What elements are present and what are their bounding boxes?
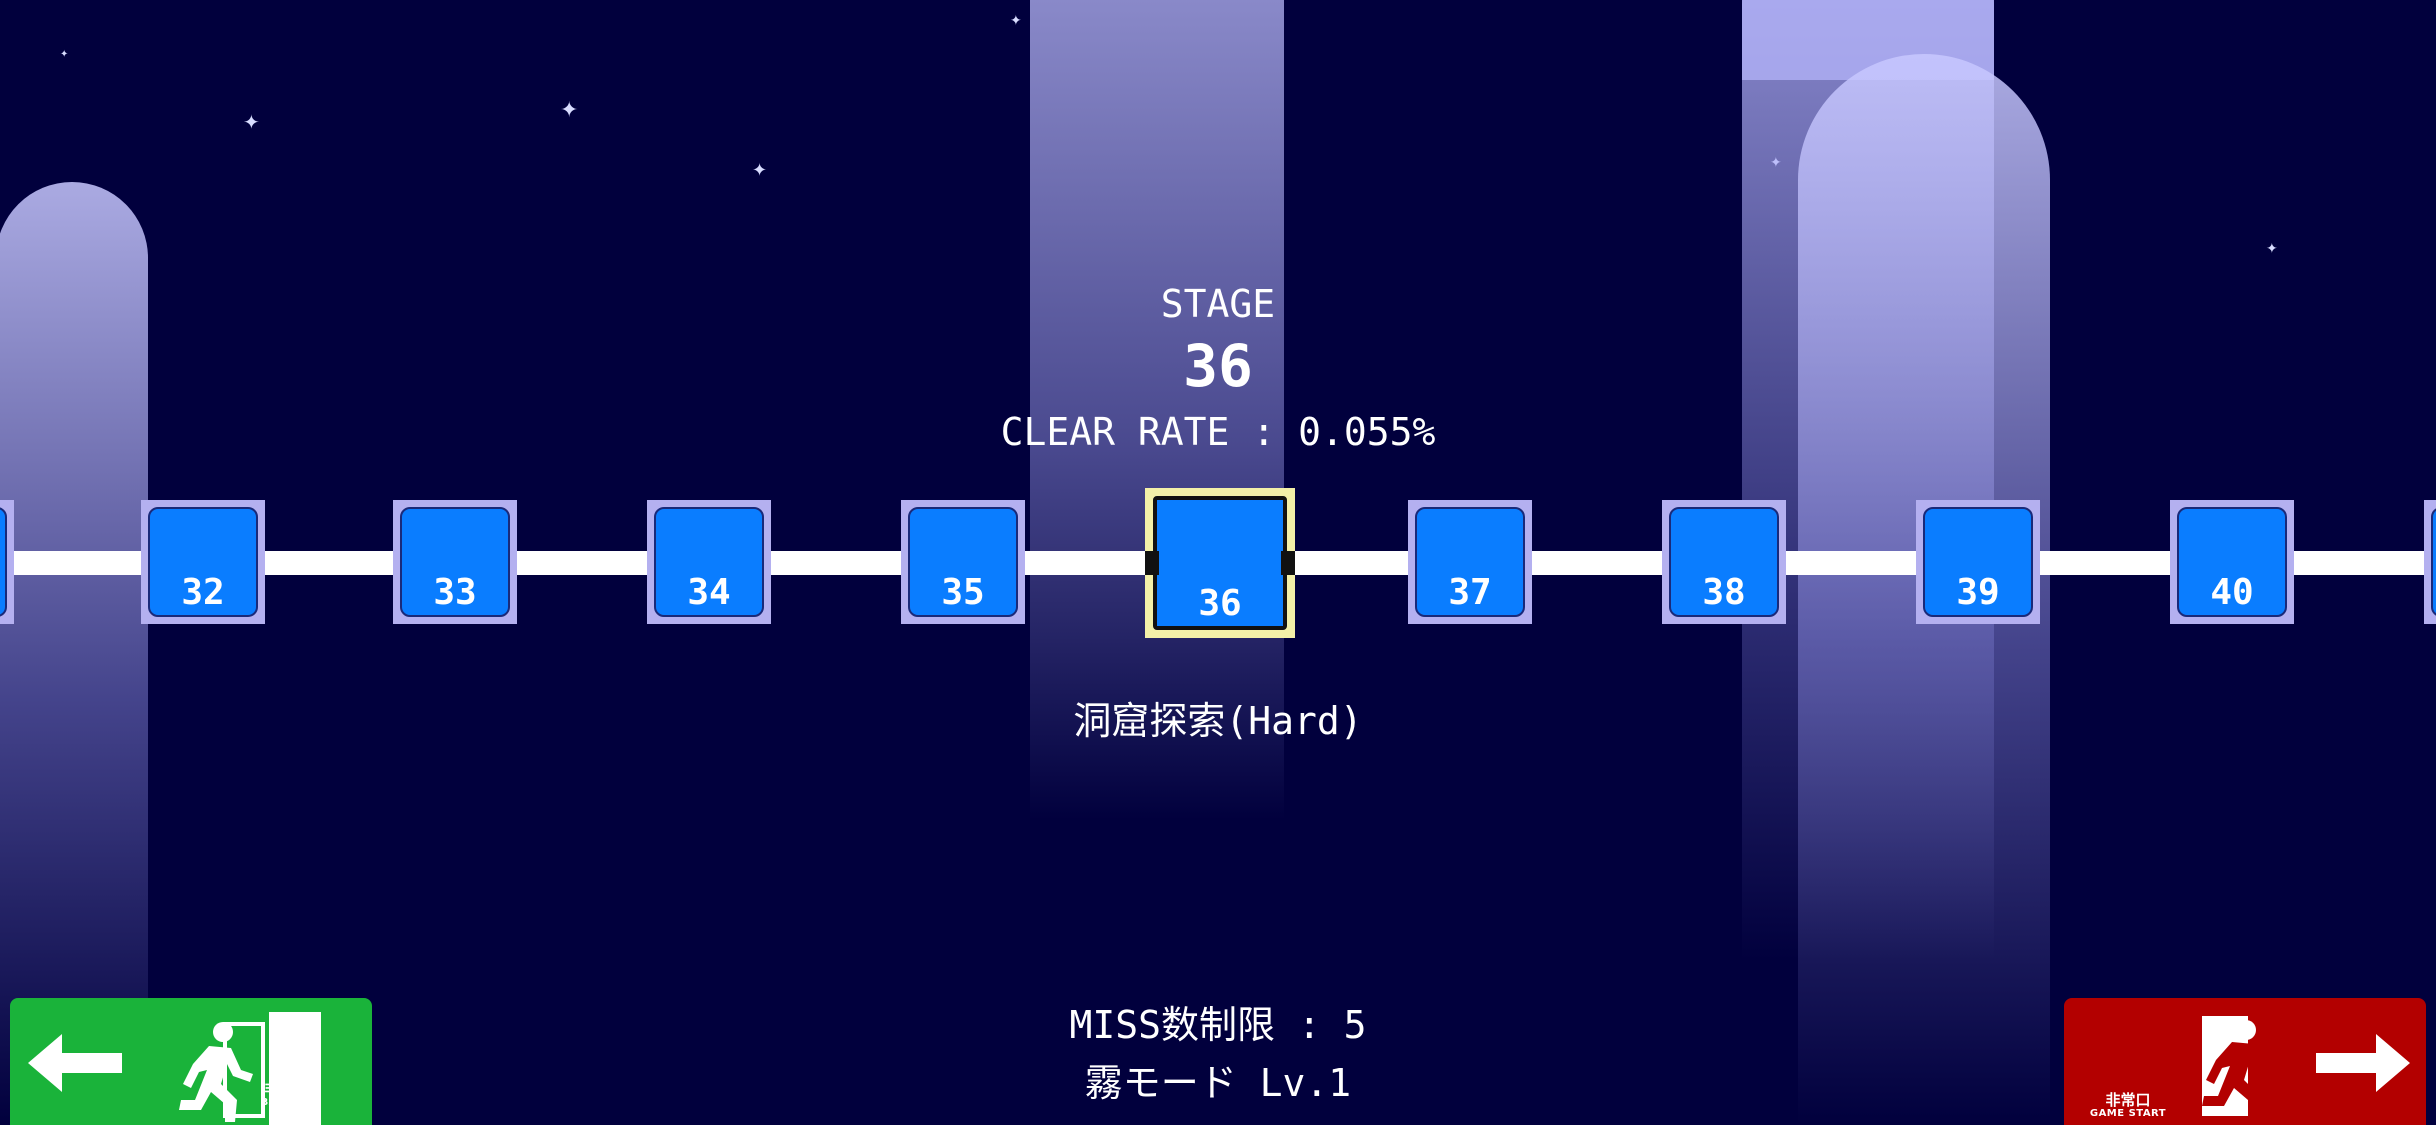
stage-node-34[interactable]: 34 [647, 500, 771, 624]
stage-node-39[interactable]: 39 [1916, 500, 2040, 624]
stage-node-36-selected[interactable]: 36 [1145, 488, 1295, 638]
stage-node-40[interactable]: 40 [2170, 500, 2294, 624]
exit-sign-panel: 非常口 BACK TO MENU [151, 1012, 321, 1125]
star-icon: ✦ [60, 49, 69, 60]
stage-node-37[interactable]: 37 [1408, 500, 1532, 624]
stage-node-38[interactable]: 38 [1662, 500, 1786, 624]
stage-node-number: 32 [181, 572, 225, 613]
stage-node-number: 35 [941, 572, 985, 613]
stage-node-32[interactable]: 32 [141, 500, 265, 624]
stage-node-33[interactable]: 33 [393, 500, 517, 624]
back-to-menu-button[interactable]: 非常口 BACK TO MENU [10, 998, 372, 1125]
star-icon: ✦ [752, 160, 768, 181]
stage-node-number: 36 [1198, 583, 1242, 624]
exit-label-en: GAME START [2089, 1107, 2167, 1119]
star-icon: ✦ [2266, 241, 2278, 257]
stage-node-number: 39 [1956, 572, 2000, 613]
light-beam [1742, 0, 1994, 960]
fog-mode: 霧モード Lv.1 [1084, 1061, 1352, 1105]
stage-node-number: 33 [433, 572, 477, 613]
exit-label-jp: 非常口 [264, 1080, 310, 1099]
star-icon: ✦ [1770, 155, 1782, 171]
stage-node-partial-right[interactable] [2424, 500, 2436, 624]
star-icon: ✦ [1010, 13, 1022, 29]
exit-label-en: BACK TO MENU [260, 1097, 314, 1119]
game-start-button[interactable]: 非常口 GAME START [2064, 998, 2426, 1125]
exit-label-jp: 非常口 [2105, 1090, 2151, 1109]
stage-node-partial-left[interactable] [0, 500, 14, 624]
stage-number: 36 [1183, 332, 1253, 400]
stage-node-number: 38 [1702, 572, 1746, 613]
arrow-left-icon [28, 1034, 122, 1092]
star-icon: ✦ [560, 98, 579, 123]
miss-limit: MISS数制限 : 5 [1069, 1003, 1367, 1047]
stage-label: STAGE [1160, 282, 1276, 326]
stage-name: 洞窟探索(Hard) [1073, 699, 1363, 743]
light-beam [1742, 0, 1994, 80]
stage-node-number: 37 [1448, 572, 1492, 613]
clear-rate: CLEAR RATE : 0.055% [1000, 410, 1436, 454]
stage-node-number: 34 [687, 572, 731, 613]
arrow-right-icon [2316, 1034, 2410, 1092]
star-icon: ✦ [243, 110, 260, 134]
stage-node-number: 40 [2210, 572, 2254, 613]
running-man-icon [2202, 1016, 2276, 1118]
door-icon [223, 1022, 265, 1118]
stage-node-35[interactable]: 35 [901, 500, 1025, 624]
